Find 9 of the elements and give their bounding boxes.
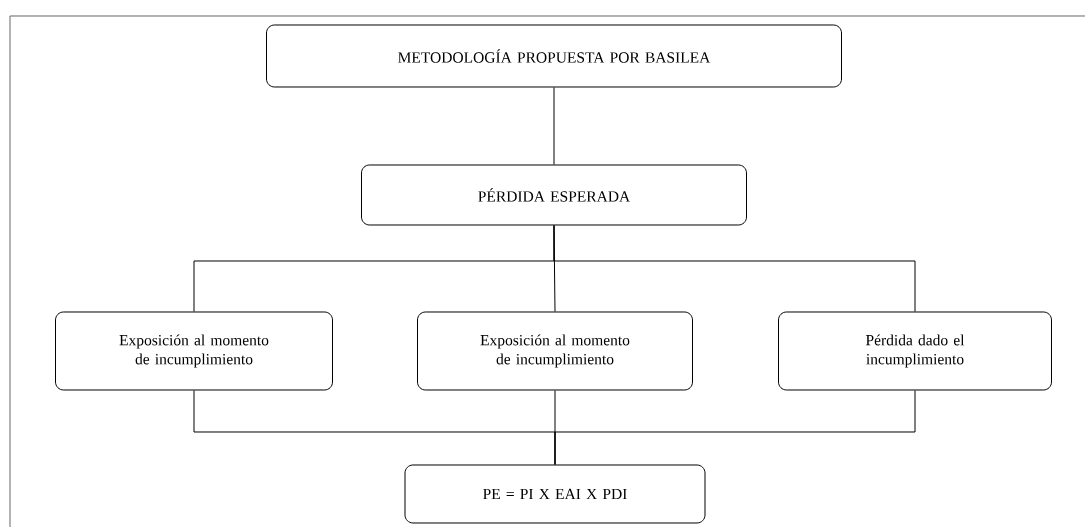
process-box: Exposición al momento de incumplimiento xyxy=(55,311,333,391)
process-box: METODOLOGÍA PROPUESTA POR BASILEA xyxy=(266,24,842,88)
connector xyxy=(553,225,916,312)
process-box: PÉRDIDA ESPERADA xyxy=(361,164,747,226)
process-box: Pérdida dado el incumplimiento xyxy=(778,311,1052,391)
process-box: Exposición al momento de incumplimiento xyxy=(417,311,693,391)
connector xyxy=(554,390,916,465)
connector xyxy=(553,87,555,165)
process-box: PE = PI X EAI X PDI xyxy=(404,464,706,524)
